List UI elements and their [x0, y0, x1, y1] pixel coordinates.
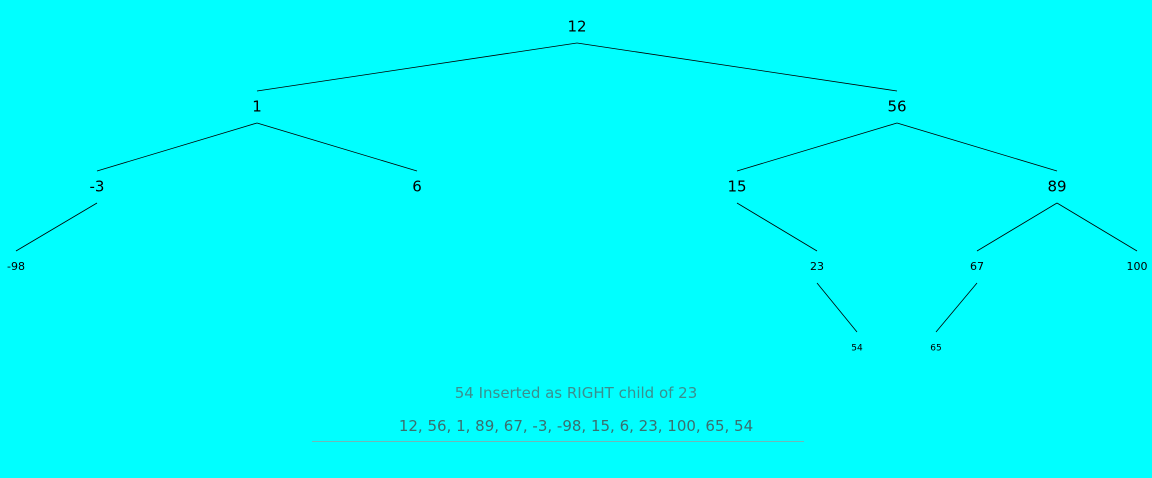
edge-n56-n89 [896, 122, 1058, 172]
tree-node-6: 6 [412, 178, 422, 196]
tree-node-67: 67 [970, 260, 984, 273]
edge-n1-n-3 [96, 122, 258, 172]
edge-n56-n15 [736, 122, 898, 172]
edge-n-3-n-98 [15, 202, 98, 252]
tree-edges [15, 42, 1138, 333]
tree-node--3: -3 [90, 178, 105, 196]
insertion-status: 54 Inserted as RIGHT child of 23 [454, 384, 698, 402]
sequence-underline [312, 441, 804, 442]
tree-node-54: 54 [851, 344, 863, 354]
tree-node-100: 100 [1127, 260, 1148, 273]
tree-node-65: 65 [930, 344, 941, 354]
insertion-sequence: 12, 56, 1, 89, 67, -3, -98, 15, 6, 23, 1… [398, 417, 754, 435]
edge-n89-n100 [1056, 202, 1138, 252]
edge-n23-n54 [816, 282, 858, 333]
edge-n89-n67 [976, 202, 1058, 252]
edge-n67-n65 [935, 282, 978, 333]
tree-node--98: -98 [7, 260, 25, 273]
tree-node-15: 15 [727, 178, 746, 196]
tree-node-23: 23 [810, 260, 824, 273]
tree-node-56: 56 [887, 98, 906, 116]
tree-node-labels: 12 1 56 -3 6 15 89 -98 23 67 100 54 65 [7, 18, 1147, 354]
edge-n1-n6 [256, 122, 418, 172]
tree-node-1: 1 [252, 98, 262, 116]
edge-n12-n1 [256, 42, 578, 92]
edge-n15-n23 [736, 202, 818, 252]
tree-node-89: 89 [1047, 178, 1066, 196]
edge-n12-n56 [576, 42, 898, 92]
tree-node-12: 12 [567, 18, 586, 36]
